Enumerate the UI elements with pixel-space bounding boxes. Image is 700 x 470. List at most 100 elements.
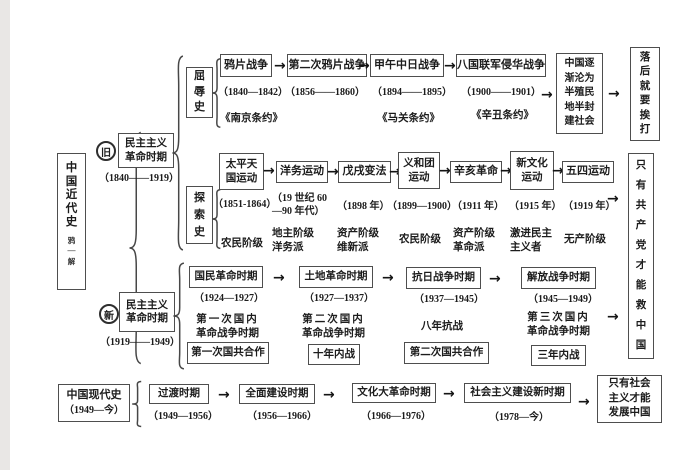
event-wuxu-box: 戊戌变法: [338, 161, 391, 183]
new-period-title: 民主主义革命时期: [126, 299, 168, 324]
event-taiping: 太平天国运动: [225, 159, 258, 184]
humiliation-result: 中国逐渐沦为半殖民地半封建社会: [564, 58, 595, 128]
stage-anti-japanese-war: 抗日战争时期: [412, 272, 475, 284]
event-opium-war-box: 鸦片战争: [220, 54, 272, 77]
alias-line2: 革命战争时期: [196, 328, 259, 339]
stage-full-construction-box: 全面建设时期: [239, 384, 315, 404]
brace-humiliation-items: [211, 58, 222, 128]
exploration-conclusion-box: 只有共产党才能救中国: [628, 153, 654, 359]
event-new-culture: 新文化运动: [516, 158, 548, 183]
humiliation-conclusion-box: 落后就要挨打: [630, 47, 660, 141]
event-second-opium-war-box: 第二次鸦片战争: [287, 54, 367, 77]
arrow-right-icon: →: [218, 387, 230, 403]
brace-exploration-items: [211, 189, 222, 249]
liberation-war-years: （1945—1949）: [528, 294, 598, 305]
page-left-margin: [0, 0, 10, 470]
stage-agrarian-revolution-box: 土地革命时期: [299, 266, 373, 288]
humiliation-result-box: 中国逐渐沦为半殖民地半封建社会: [556, 53, 603, 134]
tag-first-kmt-ccp-cooperation-box: 第一次国共合作: [187, 342, 269, 364]
event-taiping-box: 太平天国运动: [219, 153, 264, 190]
stage-liberation-war: 解放战争时期: [527, 272, 590, 284]
arrow-right-icon: →: [607, 309, 619, 325]
national-revolution-years: （1924—1927）: [194, 293, 264, 304]
event-new-culture-box: 新文化运动: [510, 151, 554, 190]
event-jiawu-war: 甲午中日战争: [374, 58, 440, 71]
old-period-badge: 旧: [96, 141, 116, 161]
arrow-right-icon: →: [323, 387, 335, 403]
agrarian-revolution-years: （1927—1937）: [304, 293, 374, 304]
old-period-years: （1840——1919）: [99, 173, 179, 184]
arrow-right-icon: →: [273, 270, 285, 286]
arrow-right-icon: →: [500, 163, 512, 179]
event-eight-nation-alliance-box: 八国联军侵华战争: [456, 54, 546, 77]
event-may-fourth-box: 五四运动: [562, 161, 614, 183]
treaty-xinchou: 《辛丑条约》: [471, 110, 534, 121]
alias-line1: 第一次国内: [196, 314, 259, 325]
second-opium-war-years: （1856——1860）: [285, 87, 365, 98]
stage-cultural-revolution-box: 文化大革命时期: [352, 383, 436, 403]
tag-three-year-civil-war-box: 三年内战: [531, 345, 586, 366]
event-yangwu-box: 洋务运动: [276, 161, 328, 183]
stage-national-revolution-box: 国民革命时期: [189, 266, 263, 288]
arrow-right-icon: →: [444, 58, 456, 74]
event-opium-war: 鸦片战争: [224, 58, 268, 71]
opium-war-years: （1840—1842）: [218, 87, 288, 98]
exploration-conclusion: 只有共产党才能救中国: [635, 160, 647, 351]
taiping-years: （1851-1864）: [213, 199, 277, 210]
alias-line2: 革命战争时期: [302, 328, 365, 339]
modern-history-title: 中国近代史: [65, 162, 78, 228]
socialist-new-era-years: （1978—今）: [489, 412, 549, 423]
arrow-right-icon: →: [443, 386, 455, 402]
event-xinhai-box: 辛亥革命: [450, 161, 502, 183]
agrarian-revolution-alias: 第二次国内革命战争时期: [302, 313, 365, 341]
wuxu-class: 资产阶级维新派: [337, 228, 379, 253]
event-eight-nation-alliance: 八国联军侵华战争: [457, 58, 545, 71]
event-may-fourth: 五四运动: [566, 165, 610, 178]
brace-new-period-stages: [172, 262, 186, 370]
old-period-box: 民主主义革命时期: [118, 133, 174, 168]
event-xinhai: 辛亥革命: [454, 165, 498, 178]
treaty-maguan: 《马关条约》: [377, 113, 440, 124]
new-culture-class: 激进民主主义者: [510, 228, 552, 253]
brace-contemporary-stages: [131, 381, 143, 427]
event-jiawu-war-box: 甲午中日战争: [370, 54, 444, 77]
stage-cultural-revolution: 文化大革命时期: [357, 387, 431, 399]
yangwu-years-line1: （19 世纪 60: [272, 193, 327, 204]
tag-ten-year-civil-war: 十年内战: [313, 348, 355, 360]
stage-socialist-new-era-box: 社会主义建设新时期: [464, 383, 571, 403]
event-yihetuan: 义和团运动: [403, 158, 435, 183]
yangwu-years: （19 世纪 60—90 年代）: [272, 192, 327, 218]
new-period-years: （1919——1949）: [100, 337, 180, 348]
yihetuan-class: 农民阶级: [399, 234, 441, 245]
arrow-right-icon: →: [274, 58, 286, 74]
old-period-badge-label: 旧: [101, 147, 111, 159]
exploration-label-box: 探索史: [186, 186, 213, 244]
tag-first-cooperation: 第一次国共合作: [191, 347, 265, 359]
modern-history-range-dash: —: [67, 245, 76, 255]
full-construction-years: （1956—1966）: [247, 411, 317, 422]
arrow-right-icon: →: [608, 86, 620, 102]
new-period-badge-label: 新: [104, 310, 114, 322]
contemporary-conclusion: 只有社会主义才能发展中国: [608, 378, 651, 419]
xinhai-years: （1911 年）: [452, 201, 504, 212]
arrow-right-icon: →: [607, 191, 619, 207]
jiawu-war-years: （1894——1895）: [372, 87, 452, 98]
arrow-right-icon: →: [541, 87, 553, 103]
event-yihetuan-box: 义和团运动: [398, 152, 440, 189]
contemporary-conclusion-box: 只有社会主义才能发展中国: [597, 375, 662, 423]
modern-history-root-box: 中国近代史 鸦 — 解: [57, 153, 86, 290]
stage-anti-japanese-war-box: 抗日战争时期: [406, 267, 481, 289]
may-fourth-class: 无产阶级: [564, 234, 606, 245]
xinhai-class: 资产阶级革命派: [453, 228, 495, 253]
modern-history-range-start: 鸦: [67, 235, 76, 245]
event-yangwu: 洋务运动: [280, 165, 324, 178]
brace-old-period-branches: [171, 54, 185, 252]
arrow-right-icon: →: [578, 394, 590, 410]
stage-agrarian-revolution: 土地革命时期: [304, 271, 368, 283]
anti-japanese-alias: 八年抗战: [421, 321, 463, 332]
tag-ten-year-civil-war-box: 十年内战: [308, 344, 360, 365]
eight-nation-years: （1900——1901）: [461, 87, 541, 98]
contemporary-title: 中国现代史: [66, 389, 122, 401]
humiliation-label: 屈辱史: [194, 70, 205, 114]
humiliation-label-box: 屈辱史: [186, 67, 213, 118]
